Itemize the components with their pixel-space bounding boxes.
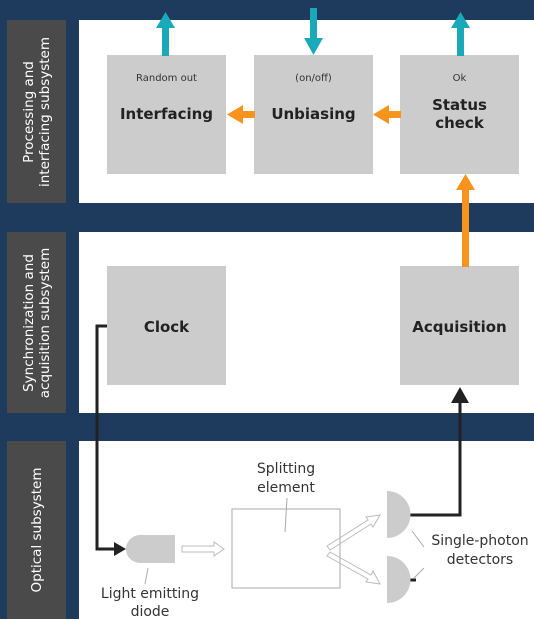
clock-label: Clock (143, 318, 190, 336)
acquisition-label: Acquisition (412, 318, 507, 336)
split-beam-lower (326, 551, 381, 585)
on-off-input-arrow (304, 8, 323, 55)
led-beam-arrow (181, 541, 225, 557)
interfacing-note: Random out (136, 73, 197, 84)
led-label-line2: diode (131, 604, 170, 619)
unbiasing-to-interfacing-arrow (227, 105, 255, 124)
interfacing-block: Random out Interfacing (107, 55, 226, 174)
detector-upper (387, 491, 411, 538)
detector-lower (387, 556, 411, 603)
acquisition-block: Acquisition (400, 266, 519, 385)
unbiasing-block: (on/off) Unbiasing (254, 55, 373, 174)
clock-block: Clock (107, 266, 226, 385)
detectors-label-line1: Single-photon (431, 533, 528, 549)
random-out-arrow (156, 12, 175, 56)
splitting-element-pointer (284, 497, 288, 533)
led-pointer (144, 567, 149, 585)
detectors-label-line2: detectors (447, 552, 513, 568)
processing-sidebar: Processing and interfacing subsystem (7, 20, 66, 203)
status-check-block: Ok Status check (400, 55, 519, 174)
status-to-unbiasing-arrow (373, 105, 401, 124)
acquisition-to-status-arrow (456, 174, 475, 267)
unbiasing-label: Unbiasing (271, 105, 356, 123)
split-beam-upper (326, 514, 381, 551)
led-shape (126, 535, 175, 563)
detectors-pointer-upper (411, 530, 425, 548)
status-check-label: Status check (432, 96, 487, 132)
splitting-element-label-line2: element (257, 480, 315, 496)
detectors-pointer-lower (413, 567, 425, 579)
synchronization-sidebar: Synchronization and acquisition subsyste… (7, 232, 66, 413)
detector-to-acquisition-line (409, 387, 469, 517)
ok-out-arrow (451, 12, 470, 56)
splitting-element-label-line1: Splitting (257, 461, 315, 477)
led-label-line1: Light emitting (101, 586, 199, 602)
optical-sidebar: Optical subsystem (7, 441, 66, 619)
interfacing-label: Interfacing (119, 105, 214, 123)
clock-to-led-line (95, 324, 126, 556)
unbiasing-note: (on/off) (295, 73, 332, 84)
status-check-note: Ok (452, 73, 467, 84)
